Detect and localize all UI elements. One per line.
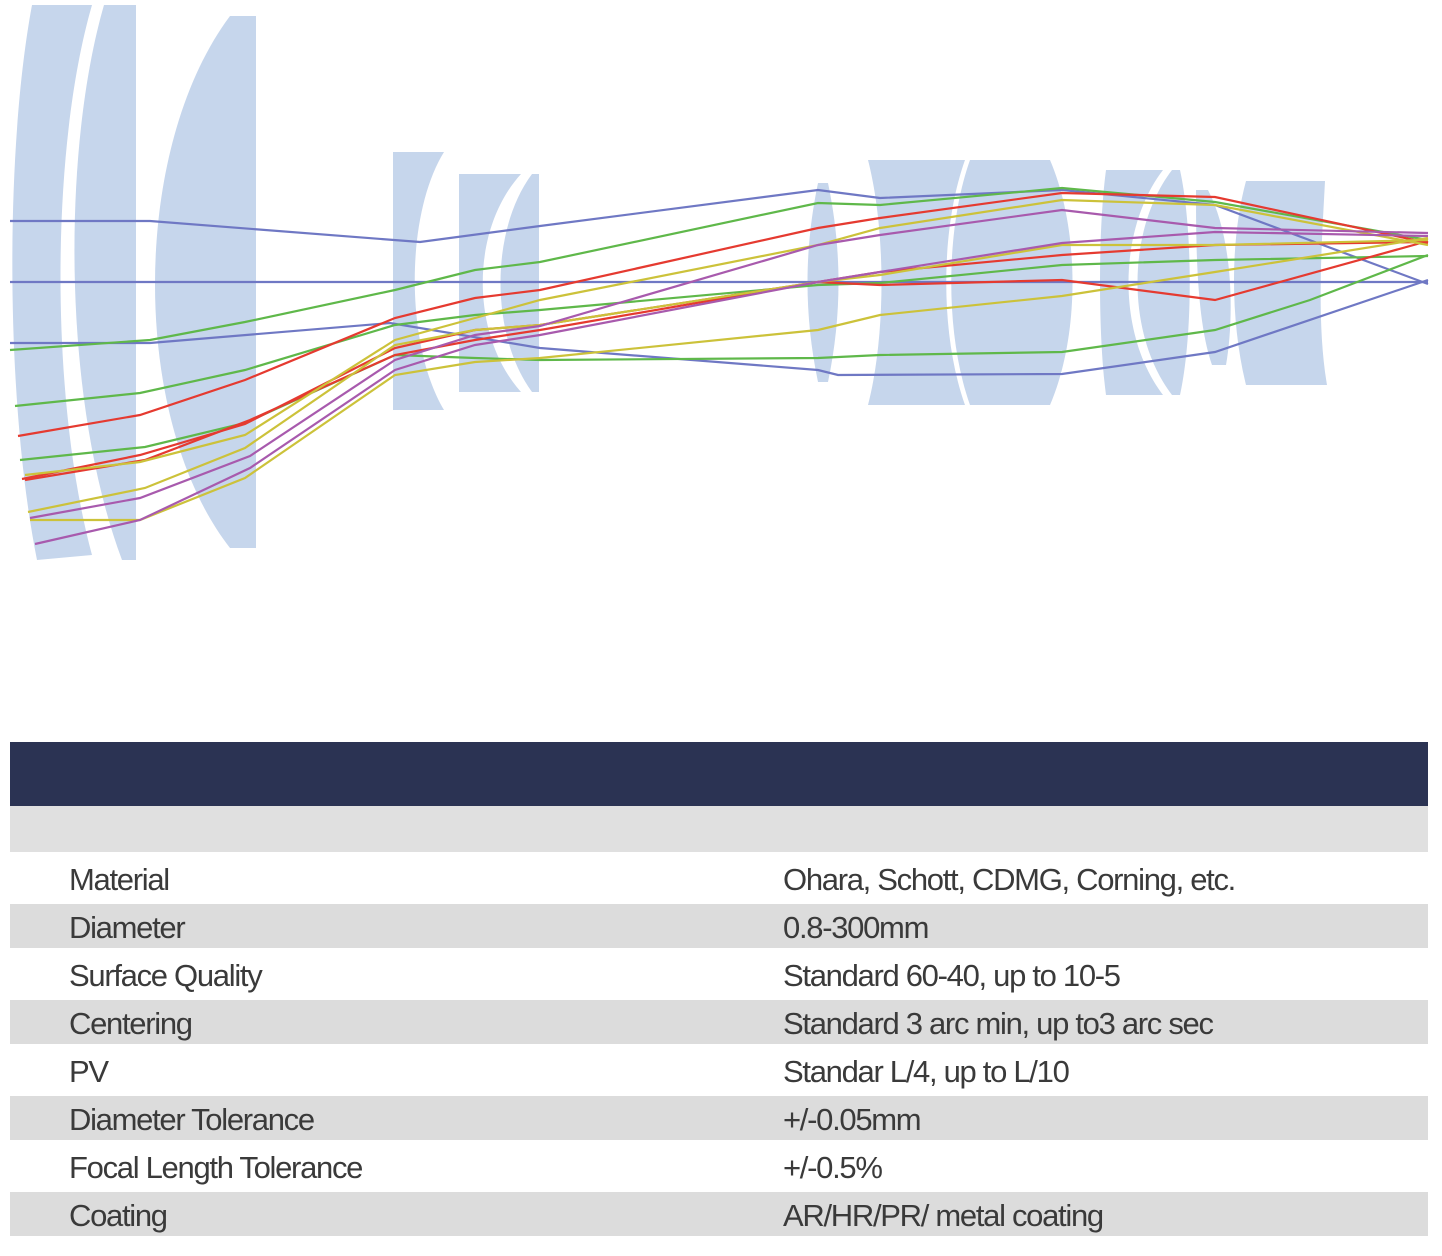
spec-label: PV <box>69 1054 109 1089</box>
ray-purple-1 <box>29 208 1429 520</box>
ray-red-3 <box>24 239 1429 482</box>
spec-value: Standard 3 arc min, up to3 arc sec <box>783 1006 1214 1041</box>
lens-element-12 <box>1196 190 1231 365</box>
spec-value: +/-0.05mm <box>783 1102 922 1137</box>
ray-green-1 <box>9 186 1429 352</box>
spec-value: 0.8-300mm <box>783 910 929 945</box>
spec-label: Centering <box>69 1006 193 1041</box>
ray-blue-upper <box>10 188 1429 286</box>
spec-row-coating: Coating AR/HR/PR/ metal coating <box>10 1192 1428 1236</box>
spec-row-diameter: Diameter 0.8-300mm <box>10 904 1428 948</box>
spec-label: Diameter Tolerance <box>69 1102 315 1137</box>
spec-value: AR/HR/PR/ metal coating <box>783 1198 1104 1233</box>
ray-green-2 <box>14 254 1429 408</box>
spec-row-focal-length-tolerance: Focal Length Tolerance +/-0.5% <box>10 1144 1428 1188</box>
spec-value: Standard 60-40, up to 10-5 <box>783 958 1121 993</box>
ray-yellow-3 <box>30 236 1429 522</box>
ray-red-1 <box>17 191 1429 438</box>
ray-blue-lower <box>10 278 1429 377</box>
lens-element-10 <box>1100 170 1163 395</box>
lens-ray-diagram <box>9 5 1429 560</box>
ray-purple-2 <box>34 230 1429 546</box>
spec-value: Standar L/4, up to L/10 <box>783 1054 1070 1089</box>
ray-green-3 <box>19 253 1429 462</box>
spec-label: Coating <box>69 1198 168 1233</box>
spec-value: Ohara, Schott, CDMG, Corning, etc. <box>783 862 1236 897</box>
spec-row-diameter-tolerance: Diameter Tolerance +/-0.05mm <box>10 1096 1428 1140</box>
spec-row-material: Material Ohara, Schott, CDMG, Corning, e… <box>10 856 1428 900</box>
spec-table-subheader <box>10 806 1428 852</box>
spec-table-header <box>10 742 1428 806</box>
spec-label: Focal Length Tolerance <box>69 1150 363 1185</box>
spec-table: Material Ohara, Schott, CDMG, Corning, e… <box>10 856 1428 1240</box>
ray-yellow-1 <box>24 198 1429 477</box>
ray-traces <box>9 186 1429 546</box>
spec-label: Material <box>69 862 170 897</box>
spec-row-centering: Centering Standard 3 arc min, up to3 arc… <box>10 1000 1428 1044</box>
spec-row-pv: PV Standar L/4, up to L/10 <box>10 1048 1428 1092</box>
spec-label: Diameter <box>69 910 186 945</box>
spec-label: Surface Quality <box>69 958 263 993</box>
spec-value: +/-0.5% <box>783 1150 883 1185</box>
spec-row-surface-quality: Surface Quality Standard 60-40, up to 10… <box>10 952 1428 996</box>
